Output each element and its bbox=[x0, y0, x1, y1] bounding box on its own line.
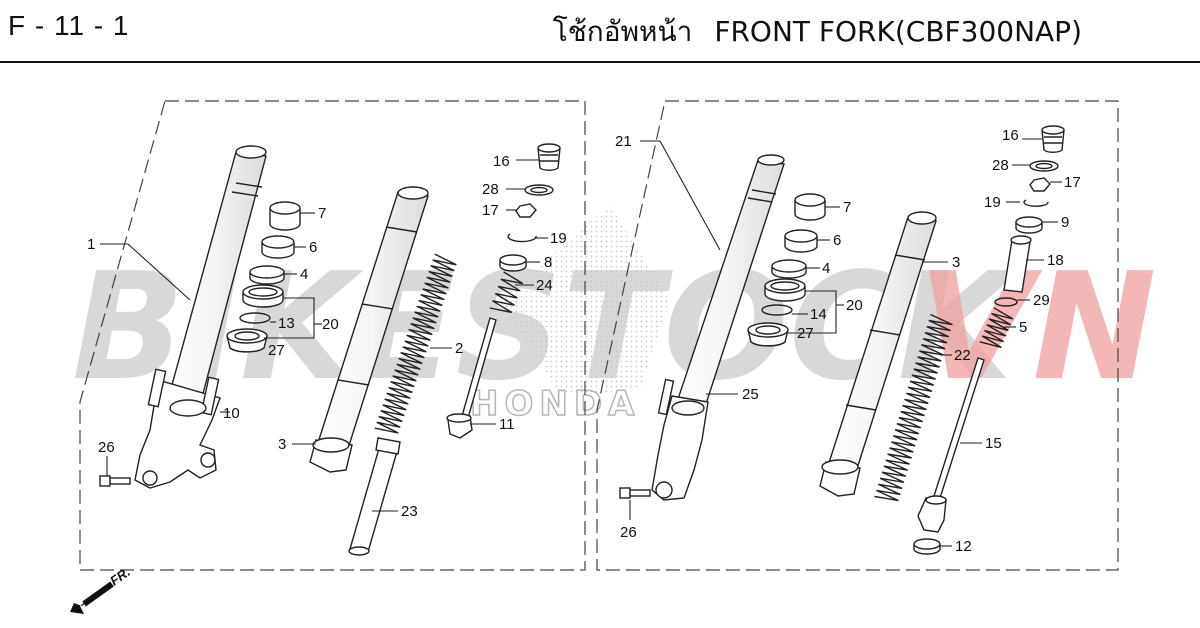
part-14-snap-ring bbox=[761, 304, 793, 316]
callout-left-23: 23 bbox=[401, 503, 418, 520]
callout-left-20: 20 bbox=[322, 316, 339, 333]
callout-left-27: 27 bbox=[268, 342, 285, 359]
part-1-fork-tube bbox=[163, 145, 267, 421]
callout-right-21: 21 bbox=[615, 133, 632, 150]
part-26-bolt bbox=[99, 475, 131, 487]
part-26-bolt-right bbox=[619, 487, 651, 499]
part-4-washer bbox=[249, 265, 285, 285]
part-17-nut bbox=[515, 203, 537, 218]
part-22-fork-spring bbox=[874, 313, 953, 502]
callout-right-28: 28 bbox=[992, 157, 1009, 174]
callout-right-7: 7 bbox=[843, 199, 851, 216]
left-panel-frame bbox=[79, 100, 586, 571]
part-2-fork-spring bbox=[374, 253, 457, 434]
callout-left-11: 11 bbox=[499, 416, 515, 433]
header-rule bbox=[0, 61, 1200, 63]
front-direction-indicator: FR. bbox=[70, 564, 133, 614]
callout-right-14: 14 bbox=[810, 306, 827, 323]
diagram-code: F - 11 - 1 bbox=[8, 10, 130, 41]
part-28-o-ring-right bbox=[1029, 160, 1059, 172]
callout-left-19: 19 bbox=[550, 230, 567, 247]
part-23-spacer bbox=[348, 437, 401, 556]
callout-right-15: 15 bbox=[985, 435, 1002, 452]
callout-right-16: 16 bbox=[1002, 127, 1019, 144]
callout-right-20: 20 bbox=[846, 297, 863, 314]
callout-right-27: 27 bbox=[797, 325, 814, 342]
part-6-bushing bbox=[261, 235, 295, 259]
part-29-ring bbox=[994, 297, 1018, 307]
callout-right-18: 18 bbox=[1047, 252, 1064, 269]
callout-right-4: 4 bbox=[822, 260, 830, 277]
watermark-honda: HONDA bbox=[470, 384, 640, 424]
callout-left-3: 3 bbox=[278, 436, 286, 453]
callout-left-7: 7 bbox=[318, 205, 326, 222]
callout-left-13: 13 bbox=[278, 315, 295, 332]
callout-right-3: 3 bbox=[952, 254, 960, 271]
part-15-damper-rod bbox=[917, 357, 985, 533]
callout-left-28: 28 bbox=[482, 181, 499, 198]
callout-left-6: 6 bbox=[309, 239, 317, 256]
callout-right-12: 12 bbox=[955, 538, 972, 555]
part-7-bushing bbox=[269, 201, 301, 231]
callout-left-2: 2 bbox=[455, 340, 463, 357]
callout-right-25: 25 bbox=[742, 386, 759, 403]
callout-right-6: 6 bbox=[833, 232, 841, 249]
callout-left-24: 24 bbox=[536, 277, 553, 294]
part-17-nut-right bbox=[1029, 177, 1051, 192]
callout-left-4: 4 bbox=[300, 266, 308, 283]
part-8-spring-seat bbox=[499, 254, 527, 272]
callout-left-16: 16 bbox=[493, 153, 510, 170]
part-6-bushing-right bbox=[784, 229, 818, 253]
part-4-washer-right bbox=[771, 259, 807, 279]
part-19-snap-ring bbox=[507, 233, 537, 243]
title-english: FRONT FORK(CBF300NAP) bbox=[714, 15, 1082, 48]
watermark-dotted-logo bbox=[500, 205, 670, 395]
callout-right-17: 17 bbox=[1064, 174, 1081, 191]
part-27-dust-seal-right bbox=[747, 322, 789, 347]
callout-right-5: 5 bbox=[1019, 319, 1027, 336]
part-18-spring-collar bbox=[1003, 235, 1032, 293]
callout-left-17: 17 bbox=[482, 202, 499, 219]
title-thai: โช้กอัพหน้า bbox=[552, 15, 693, 48]
callout-left-8: 8 bbox=[544, 254, 552, 271]
left-callouts: 1 7 6 4 13 20 27 10 26 2 3 23 16 28 17 1… bbox=[87, 153, 567, 520]
part-7-bushing-right bbox=[794, 193, 826, 221]
part-20-oil-seal bbox=[242, 284, 284, 308]
part-9-spring-seat bbox=[1015, 216, 1043, 234]
watermark-text-right: VN bbox=[918, 241, 1156, 413]
part-5-rebound-spring bbox=[979, 307, 1014, 349]
callout-right-22: 22 bbox=[954, 347, 971, 364]
part-24-rebound-spring bbox=[489, 271, 524, 314]
part-20-oil-seal-right bbox=[764, 278, 806, 302]
callout-right-29: 29 bbox=[1033, 292, 1050, 309]
part-3-fork-tube bbox=[309, 186, 429, 473]
part-27-dust-seal bbox=[226, 328, 268, 353]
callout-left-1: 1 bbox=[87, 236, 95, 253]
diagram-title: โช้กอัพหน้า FRONT FORK(CBF300NAP) bbox=[553, 10, 1082, 54]
leader-lines bbox=[100, 138, 1062, 547]
part-16-fork-bolt-right bbox=[1041, 125, 1065, 153]
callout-left-26: 26 bbox=[98, 439, 115, 456]
part-19-snap-ring-right bbox=[1023, 199, 1049, 207]
part-11-damper-rod bbox=[446, 317, 497, 439]
part-3-fork-tube-right bbox=[819, 211, 937, 497]
callout-right-19: 19 bbox=[984, 194, 1001, 211]
callout-right-9: 9 bbox=[1061, 214, 1069, 231]
part-12-washer bbox=[913, 538, 941, 555]
part-25-fork-bottom-case bbox=[651, 378, 709, 501]
part-16-fork-bolt bbox=[537, 143, 561, 171]
callout-left-10: 10 bbox=[223, 405, 240, 422]
callout-right-26: 26 bbox=[620, 524, 637, 541]
right-callouts: 21 7 6 4 14 20 27 25 26 3 22 16 28 17 19… bbox=[615, 127, 1081, 555]
part-10-fork-bottom-case bbox=[134, 368, 221, 489]
right-panel-frame bbox=[596, 100, 1119, 571]
part-28-o-ring bbox=[524, 184, 554, 196]
part-13-snap-ring bbox=[239, 312, 271, 324]
